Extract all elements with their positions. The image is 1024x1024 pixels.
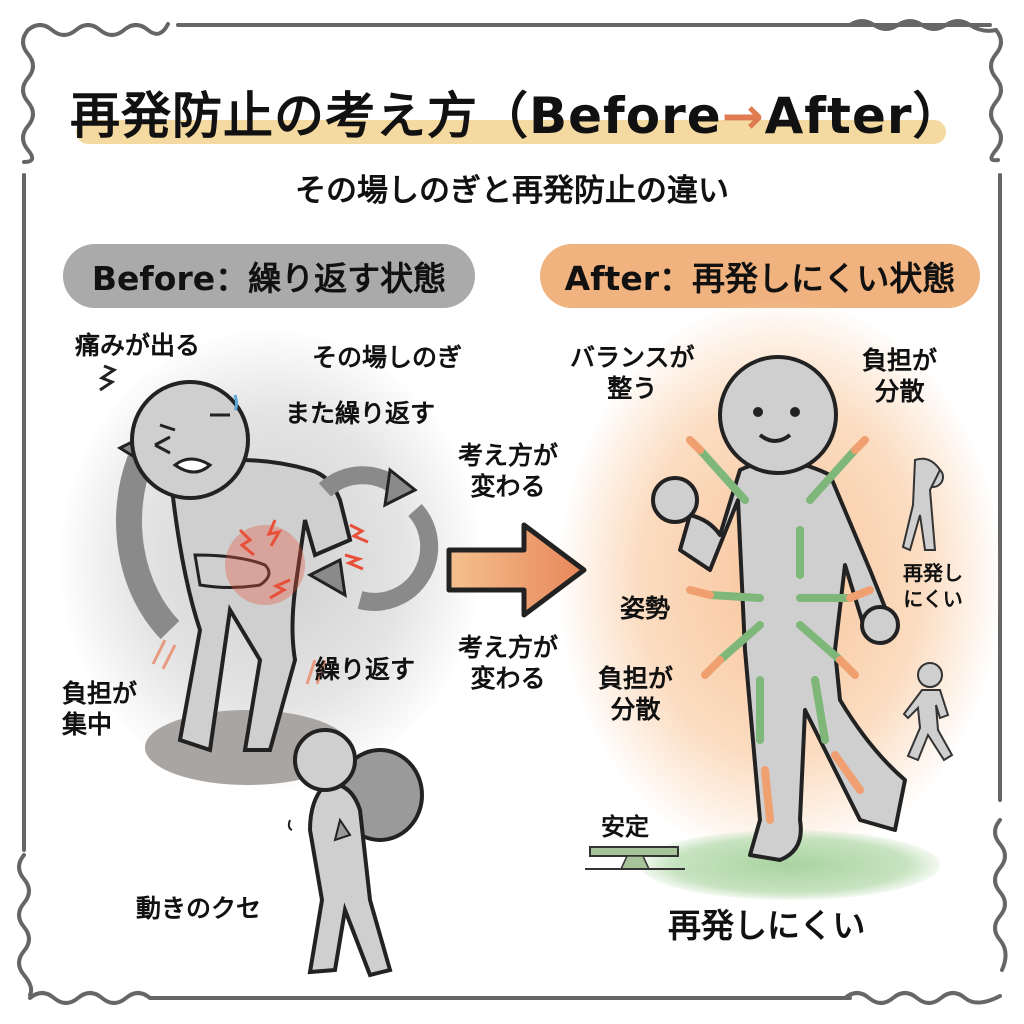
title-highlight: [76, 120, 946, 144]
label-stable: 安定: [601, 813, 649, 841]
label-mindset-change-bottom: 考え方が変わる: [458, 633, 559, 693]
balance-seesaw-icon: [585, 846, 685, 870]
after-figure-illustration: [651, 355, 907, 862]
label-stopgap: その場しのぎ: [312, 343, 463, 372]
after-header: After：再発しにくい状態: [540, 244, 980, 308]
label-balance-improves: バランスが整う: [570, 343, 695, 403]
before-figure-illustration: [98, 364, 439, 753]
page-subtitle: その場しのぎと再発防止の違い: [295, 173, 729, 209]
label-movement-habit: 動きのクセ: [136, 894, 262, 923]
transition-arrow-icon: [446, 522, 587, 618]
walker-with-sack-illustration: [287, 728, 424, 978]
label-load-concentrated: 負担が集中: [62, 679, 138, 739]
walking-figure-icon: [902, 662, 954, 762]
label-less-recurrence: 再発しにくい: [668, 906, 866, 945]
label-repeat-again: また繰り返す: [285, 399, 436, 428]
label-load-dispersed-top: 負担が分散: [862, 346, 938, 406]
label-repeat: 繰り返す: [315, 655, 416, 684]
before-header: Before：繰り返す状態: [63, 244, 475, 308]
label-mindset-change-top: 考え方が変わる: [458, 441, 559, 501]
title-block: 再発防止の考え方（Before→After）: [70, 70, 964, 150]
title-arrow-icon: →: [721, 87, 765, 145]
label-load-dispersed: 負担が分散: [598, 664, 674, 724]
label-posture: 姿勢: [620, 594, 671, 623]
label-less-recurrence-side: 再発しにくい: [903, 561, 963, 611]
stretching-figure-icon: [901, 457, 944, 552]
page-title: 再発防止の考え方（Before→After）: [70, 87, 964, 145]
label-pain: 痛みが出る: [75, 331, 201, 360]
